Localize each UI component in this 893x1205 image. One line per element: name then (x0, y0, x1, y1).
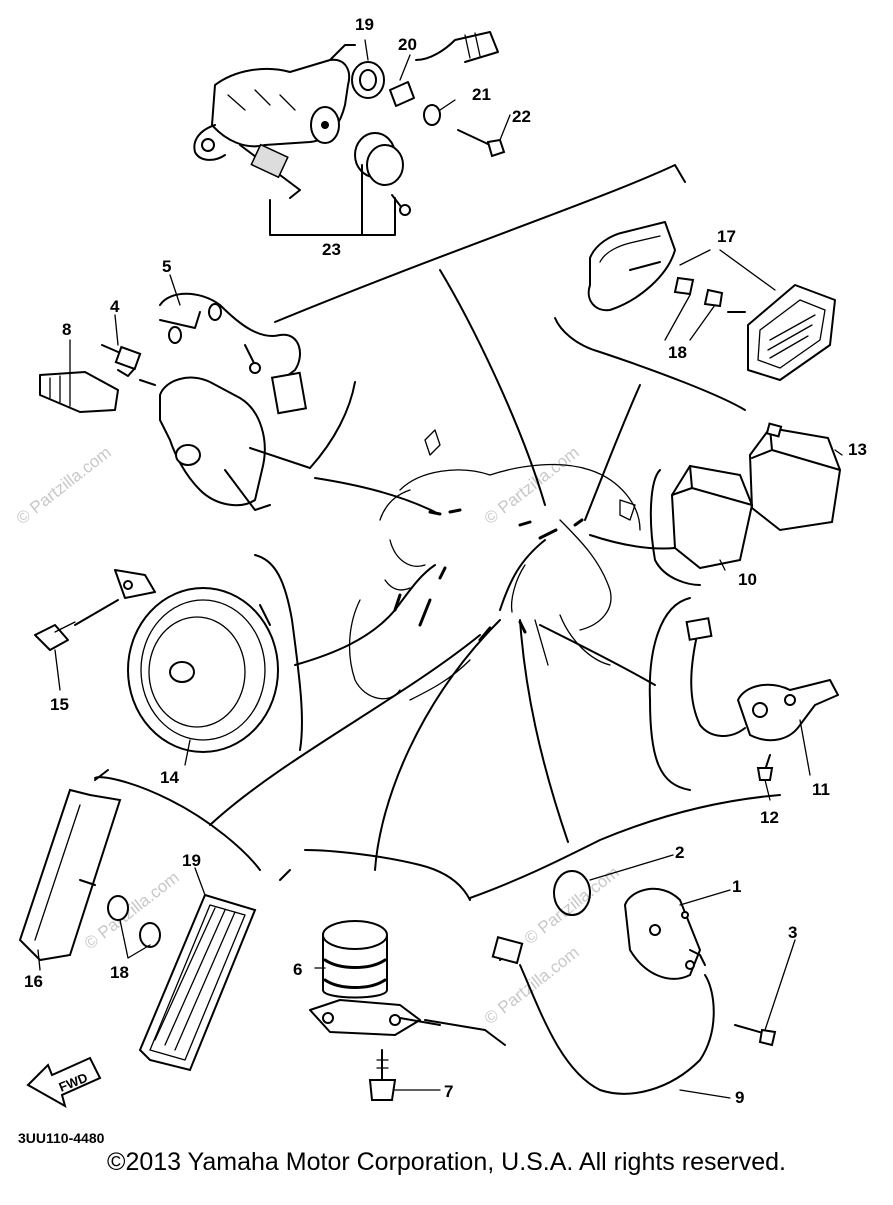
callout-12: 12 (760, 808, 779, 827)
callout-5: 5 (162, 257, 171, 276)
callout-16: 16 (24, 972, 43, 991)
callout-18-front: 18 (668, 343, 687, 362)
section-brackets (94, 164, 781, 901)
part-speed-sensor-assembly (193, 31, 506, 236)
callout-15: 15 (50, 695, 69, 714)
diagram-code: 3UU110-4480 (18, 1130, 105, 1146)
callout-3: 3 (788, 923, 797, 942)
callout-11: 11 (812, 780, 830, 799)
callout-19-rear: 19 (182, 851, 201, 870)
callout-17: 17 (717, 227, 736, 246)
watermark-text: © Partzilla.com (481, 443, 583, 529)
callout-4: 4 (110, 297, 120, 316)
callout-2: 2 (675, 843, 684, 862)
wiring-harness (209, 269, 676, 871)
part-sensor-switch (685, 617, 839, 781)
watermark-layer: © Partzilla.com © Partzilla.com © Partzi… (13, 443, 623, 1029)
callout-9: 9 (735, 1088, 744, 1107)
callout-numbers: 19 20 21 22 23 17 18 5 4 8 13 10 11 12 1… (24, 15, 867, 1107)
part-relays (670, 422, 842, 570)
callout-22: 22 (512, 107, 531, 126)
watermark-text: © Partzilla.com (521, 863, 623, 949)
callout-8: 8 (62, 320, 71, 339)
callout-18-rear: 18 (110, 963, 129, 982)
part-horn (34, 569, 279, 753)
part-solenoid (309, 920, 506, 1101)
callout-23: 23 (322, 240, 341, 259)
frame-outline (348, 429, 641, 701)
callout-19: 19 (355, 15, 374, 34)
callout-21: 21 (472, 85, 491, 104)
part-front-reflector (587, 221, 836, 381)
watermark-text: © Partzilla.com (81, 868, 183, 954)
callout-10: 10 (738, 570, 757, 589)
callout-7: 7 (444, 1082, 453, 1101)
callout-13: 13 (848, 440, 867, 459)
copyright-notice: ©2013 Yamaha Motor Corporation, U.S.A. A… (107, 1148, 786, 1176)
callout-1: 1 (732, 877, 741, 896)
callout-14: 14 (160, 768, 179, 787)
part-thermo-housing (39, 292, 308, 511)
leader-lines (37, 39, 843, 1099)
callout-6: 6 (293, 960, 302, 979)
fwd-arrow-icon: FWD (26, 1056, 102, 1109)
part-sensor-plate (491, 870, 777, 1095)
watermark-text: © Partzilla.com (13, 443, 115, 529)
callout-20: 20 (398, 35, 417, 54)
part-rear-reflector (18, 788, 257, 1072)
